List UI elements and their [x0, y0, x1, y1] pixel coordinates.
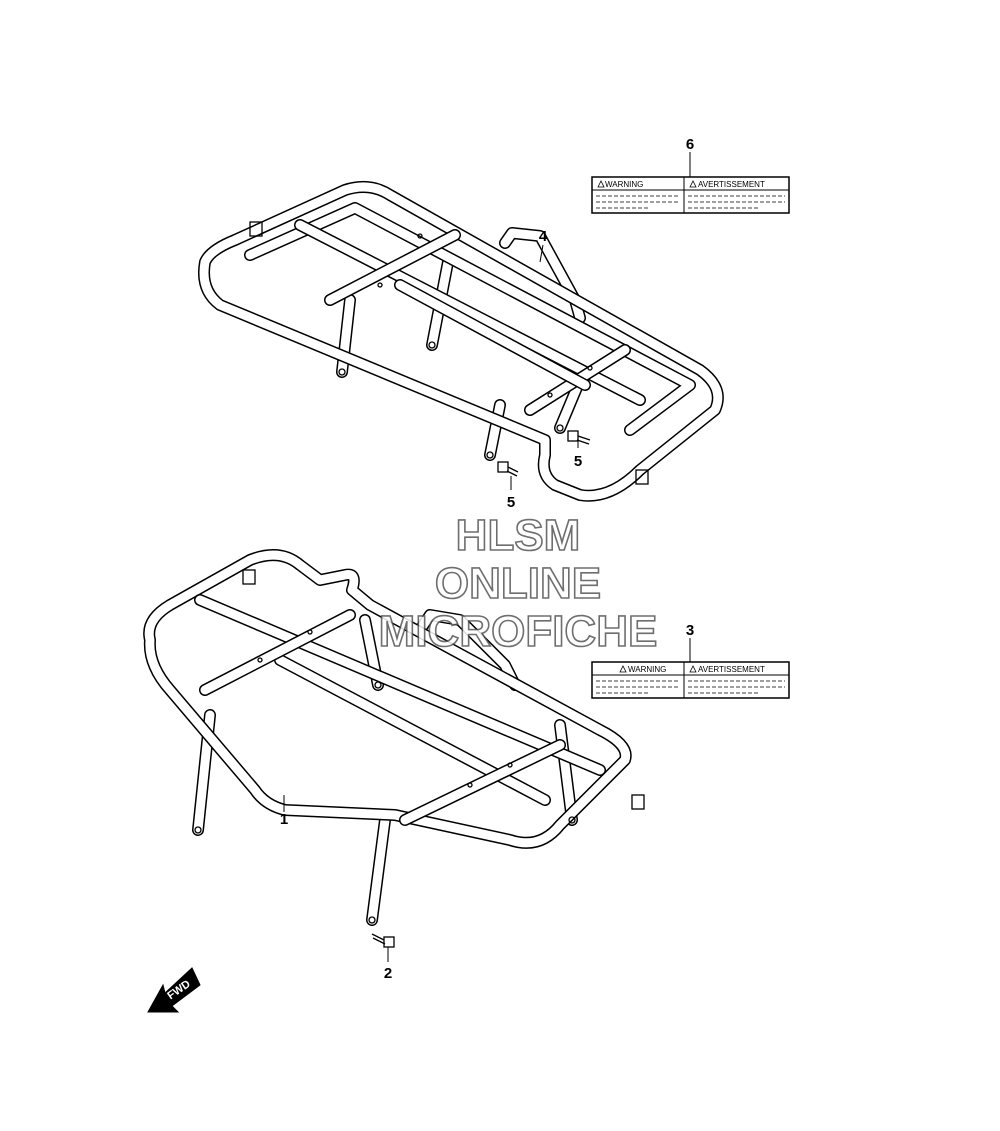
callout-4: 4 — [539, 228, 548, 245]
watermark-line-2: ONLINE — [435, 559, 601, 608]
leader-lines — [283, 152, 691, 962]
callout-5-right: 5 — [574, 453, 582, 470]
callout-1: 1 — [280, 811, 288, 828]
warning-text: WARNING — [628, 665, 666, 674]
warning-label-6: WARNING AVERTISSEMENT — [591, 176, 790, 214]
warning-triangle-icon — [619, 665, 627, 673]
callout-2: 2 — [384, 965, 392, 982]
avertissement-text: AVERTISSEMENT — [698, 180, 765, 189]
warning-text: WARNING — [605, 180, 643, 189]
callout-5-left: 5 — [507, 494, 515, 511]
watermark: HLSM ONLINE MICROFICHE — [378, 510, 658, 657]
rear-carrier — [198, 180, 724, 502]
callout-6: 6 — [686, 136, 694, 153]
callout-3: 3 — [686, 622, 694, 639]
bolt-2 — [371, 933, 395, 948]
watermark-line-1: HLSM — [456, 511, 581, 560]
bolt-5-right — [567, 430, 591, 445]
bolt-5-left — [497, 461, 519, 477]
warning-label-3: WARNING AVERTISSEMENT — [591, 661, 790, 699]
warning-triangle-icon — [689, 665, 697, 673]
warning-triangle-icon — [597, 180, 605, 188]
warning-triangle-icon — [689, 180, 697, 188]
fwd-arrow-icon: FWD — [147, 967, 201, 1013]
front-carrier — [143, 549, 645, 926]
avertissement-text: AVERTISSEMENT — [698, 665, 765, 674]
watermark-line-3: MICROFICHE — [379, 607, 658, 656]
